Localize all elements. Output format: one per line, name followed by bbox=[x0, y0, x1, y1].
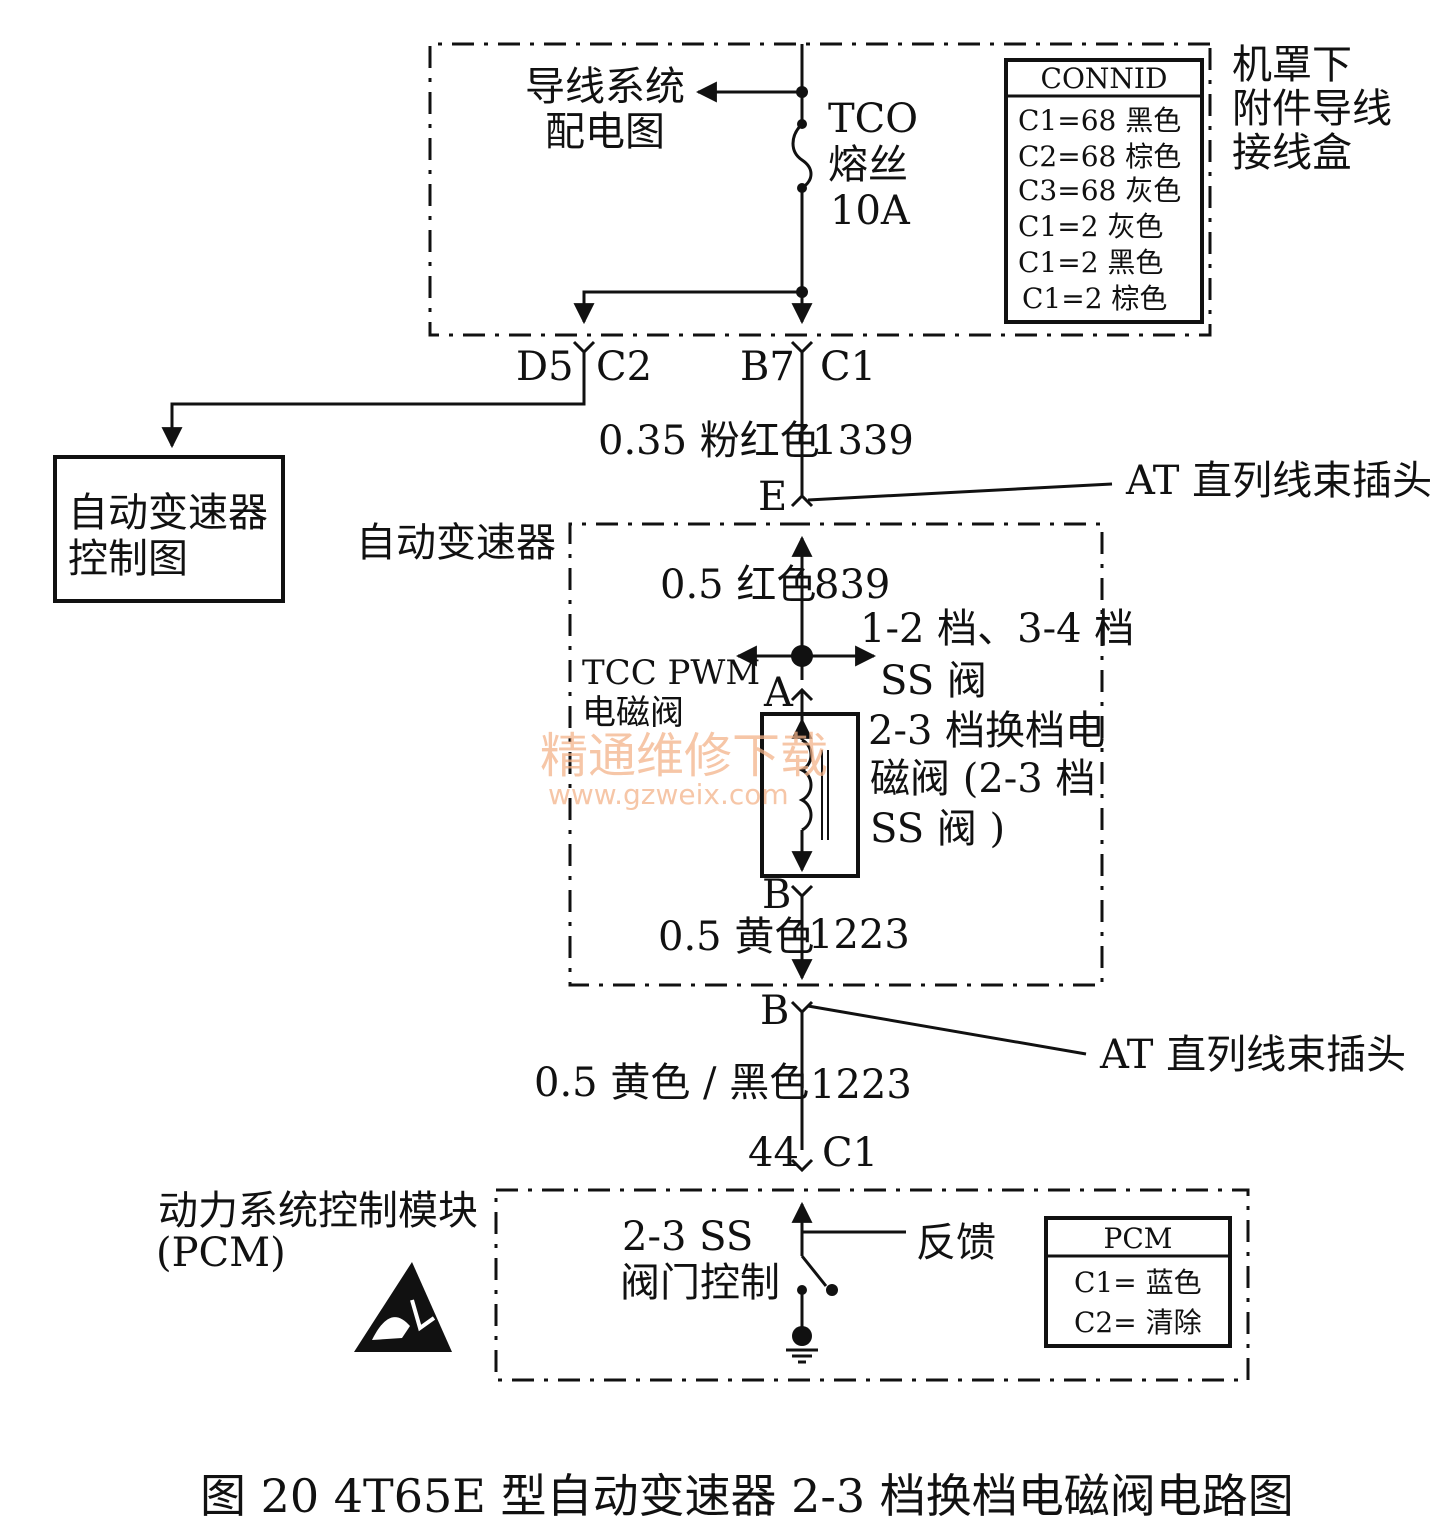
pcm-legend-frame bbox=[1044, 1216, 1232, 1348]
connid-title: CONNID bbox=[1041, 62, 1168, 95]
figure-caption: 图 20 4T65E 型自动变速器 2-3 档换档电磁阀电路图 bbox=[200, 1469, 1294, 1523]
coil-icon bbox=[798, 738, 813, 832]
underhood-fuse-box: 机罩下 附件导线 接线盒 导线系统 配电图 TCO 熔丝 10A CONNID … bbox=[428, 42, 1392, 337]
switch-contact bbox=[826, 1284, 838, 1296]
solenoid-2-3 bbox=[760, 690, 860, 878]
pcm-control-line-2: 阀门控制 bbox=[620, 1260, 780, 1306]
leader-line bbox=[807, 1004, 1087, 1056]
connid-row: C1=2 棕色 bbox=[1022, 282, 1167, 315]
connector-d5-c2: D5 C2 bbox=[161, 340, 652, 449]
wire-1223-yb-spec: 0.5 黄色 / 黑色 bbox=[534, 1060, 809, 1106]
pcm-legend-row: C1= 蓝色 bbox=[1074, 1266, 1202, 1299]
wiring-ref-line-1: 导线系统 bbox=[525, 64, 685, 110]
fuse-box-label-line-3: 接线盒 bbox=[1232, 130, 1352, 176]
pcm-module: 动力系统控制模块 (PCM) 反馈 2-3 SS 阀门控制 PCM bbox=[156, 1188, 1250, 1382]
connector-c2: C2 bbox=[596, 344, 652, 390]
switch-icon bbox=[800, 1255, 828, 1287]
wire-1223-circuit: 1223 bbox=[808, 912, 910, 958]
ground-icon bbox=[786, 1348, 818, 1364]
connid-row: C1=68 黑色 bbox=[1018, 104, 1181, 137]
transmission-outline bbox=[568, 522, 1104, 987]
pin-44: 44 bbox=[748, 1130, 799, 1176]
wire-1339-spec: 0.35 粉红色 bbox=[598, 418, 820, 464]
pcm-outline bbox=[494, 1188, 1250, 1382]
harness-connector-label-2: AT 直列线束插头 bbox=[1099, 1032, 1406, 1078]
solenoid-frame bbox=[760, 712, 860, 878]
pcm-legend-title: PCM bbox=[1104, 1222, 1173, 1255]
connector-icon bbox=[790, 340, 814, 355]
esd-warning-icon bbox=[354, 1262, 452, 1352]
connid-row: C1=2 黑色 bbox=[1018, 246, 1163, 279]
connector-icon bbox=[790, 493, 814, 508]
pin-a: A bbox=[763, 670, 794, 716]
connector-icon bbox=[790, 1158, 814, 1173]
pcm-connector-c1: C1 bbox=[822, 1130, 878, 1176]
connid-row: C2=68 棕色 bbox=[1018, 140, 1181, 173]
fuse-rating: 10A bbox=[830, 188, 911, 234]
connector-icon bbox=[572, 340, 596, 355]
connector-c1: C1 bbox=[820, 344, 876, 390]
pin-e: E bbox=[758, 474, 787, 520]
watermark-cn: 精通维修下载 bbox=[540, 728, 828, 784]
pcm-legend: PCM C1= 蓝色 C2= 清除 bbox=[1044, 1216, 1232, 1348]
pcm-label-line-1: 动力系统控制模块 bbox=[158, 1188, 478, 1234]
feedback-label: 反馈 bbox=[916, 1220, 996, 1266]
fuse-box-outline bbox=[428, 42, 1212, 337]
connector-b7-c1: B7 C1 bbox=[740, 340, 876, 390]
solenoid-label-line-2: 磁阀 (2-3 档 bbox=[870, 756, 1095, 802]
fuse-name: TCO bbox=[828, 96, 918, 142]
tcm-box-line-2: 控制图 bbox=[68, 536, 188, 582]
connector-44-c1: 44 C1 bbox=[748, 1130, 878, 1176]
pin-d5: D5 bbox=[516, 344, 574, 390]
connector-b-icon bbox=[790, 884, 814, 899]
fuse-icon bbox=[791, 92, 813, 190]
pin-b7: B7 bbox=[740, 344, 795, 390]
ss-label-line-2: SS 阀 bbox=[880, 658, 987, 704]
pcm-label-line-2: (PCM) bbox=[156, 1230, 286, 1276]
transmission-box: 自动变速器 0.5 红色 839 TCC PWM 电磁阀 1-2 档、3-4 档… bbox=[356, 520, 1134, 987]
connid-row: C3=68 灰色 bbox=[1018, 174, 1181, 207]
tcc-label-line-1: TCC PWM bbox=[582, 653, 760, 693]
tcm-box-line-1: 自动变速器 bbox=[68, 490, 268, 536]
leader-line bbox=[807, 482, 1113, 502]
fuse-box-label-line-2: 附件导线 bbox=[1232, 86, 1392, 132]
harness-connector-label-1: AT 直列线束插头 bbox=[1125, 458, 1432, 504]
wire-839-spec: 0.5 红色 bbox=[660, 562, 816, 608]
fuse-desc: 熔丝 bbox=[828, 142, 908, 188]
solenoid-label-line-3: SS 阀 ) bbox=[870, 806, 1005, 852]
connector-e: E AT 直列线束插头 bbox=[758, 458, 1432, 520]
ss-label-line-1: 1-2 档、3-4 档 bbox=[860, 606, 1134, 652]
solenoid-label-line-1: 2-3 档换档电 bbox=[868, 708, 1105, 754]
wire-1223-yb-circuit: 1223 bbox=[810, 1062, 912, 1108]
tcc-label-line-2: 电磁阀 bbox=[582, 693, 684, 733]
pin-b-upper: B bbox=[762, 872, 791, 918]
fuse-box-label-line-1: 机罩下 bbox=[1232, 42, 1352, 88]
wire-to-tcm bbox=[161, 352, 586, 449]
tcm-reference-box: 自动变速器 控制图 bbox=[53, 455, 285, 603]
pcm-control-line-1: 2-3 SS bbox=[622, 1214, 753, 1260]
transmission-label: 自动变速器 bbox=[356, 520, 556, 566]
pcm-legend-row: C2= 清除 bbox=[1074, 1306, 1202, 1339]
pin-b-lower: B bbox=[760, 988, 789, 1034]
connid-row: C1=2 灰色 bbox=[1018, 210, 1163, 243]
connid-legend: CONNID C1=68 黑色 C2=68 棕色 C3=68 灰色 C1=2 灰… bbox=[1004, 58, 1204, 324]
tcm-box-frame bbox=[53, 455, 285, 603]
wiring-ref-line-2: 配电图 bbox=[545, 109, 665, 155]
branch-wire-d5 bbox=[573, 290, 802, 325]
connid-frame bbox=[1004, 58, 1204, 324]
ground-node bbox=[792, 1326, 812, 1346]
connector-b-lower: B AT 直列线束插头 bbox=[760, 988, 1406, 1078]
wire-839-circuit: 839 bbox=[814, 562, 890, 608]
wire-1223-spec: 0.5 黄色 bbox=[658, 914, 814, 960]
watermark-url: www.gzweix.com bbox=[548, 778, 789, 811]
wire-1339-circuit: 1339 bbox=[812, 418, 914, 464]
